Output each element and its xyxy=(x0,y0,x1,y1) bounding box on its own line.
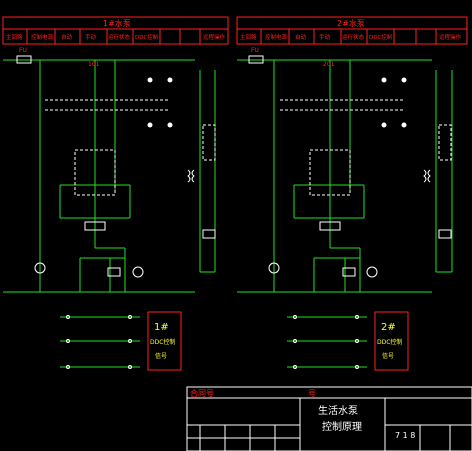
terminal-icon xyxy=(167,122,173,128)
left-header-cell: 手动 xyxy=(85,33,97,41)
lamp-icon xyxy=(366,266,378,278)
left-header-cell: 运行状态 xyxy=(108,33,131,41)
transformer-icon xyxy=(427,169,431,183)
terminal-icon xyxy=(381,122,387,128)
ddc-text: 信号 xyxy=(155,352,167,360)
right-panel: 2#水泵 主回路 控制电源 自动 手动 运行状态 DDC控制 远程操作 xyxy=(236,16,468,371)
relay-coil-icon xyxy=(319,221,341,231)
right-panel-title: 2#水泵 xyxy=(337,18,365,28)
sheet-label: 7 1 8 xyxy=(395,431,415,440)
ddc-text: DDC控制 xyxy=(150,338,175,346)
left-header-cell: DDC控制 xyxy=(135,33,159,41)
drawing-title: 生活水泵 xyxy=(318,404,358,417)
terminal-icon xyxy=(401,122,407,128)
fuse-label: FU xyxy=(251,47,259,54)
left-panel-title: 1#水泵 xyxy=(103,18,131,28)
lamp-icon xyxy=(34,262,46,274)
drawing-title: 控制原理 xyxy=(322,420,362,433)
relay-coil-icon xyxy=(438,229,452,239)
left-header-cell: 远程操作 xyxy=(203,33,226,41)
terminal-icon xyxy=(147,122,153,128)
relay-coil-icon xyxy=(342,267,356,277)
relay-coil-icon xyxy=(84,221,106,231)
ddc-number: 1# xyxy=(154,322,169,333)
contract-label: 合同号 xyxy=(190,388,214,398)
fuse-icon xyxy=(248,55,264,64)
lamp-icon xyxy=(132,266,144,278)
fuse-label: FU xyxy=(19,47,27,54)
right-header-cell: 自动 xyxy=(295,33,307,41)
title-block: 合同号 号 生活水泵 控制原理 7 1 8 xyxy=(186,386,472,451)
terminal-icon xyxy=(401,77,407,83)
right-header-cell: 手动 xyxy=(319,33,331,41)
relay-coil-icon xyxy=(107,267,121,277)
left-panel: 1#水泵 主回路 控制电源 自动 手动 运行状态 DDC控制 远程操作 xyxy=(2,16,229,371)
right-header-cell: DDC控制 xyxy=(369,33,393,41)
relay-coil-icon xyxy=(202,229,216,239)
transformer-icon xyxy=(191,169,195,183)
terminal-icon xyxy=(381,77,387,83)
left-header-cell: 控制电源 xyxy=(31,33,54,41)
lamp-icon xyxy=(268,262,280,274)
transformer-icon xyxy=(187,169,191,183)
right-header-cell: 远程操作 xyxy=(439,33,462,41)
wire-label: 101 xyxy=(88,61,100,68)
ddc-text: DDC控制 xyxy=(377,338,402,346)
ddc-block xyxy=(374,311,409,371)
terminal-icon xyxy=(167,77,173,83)
left-header-cell: 自动 xyxy=(61,33,73,41)
transformer-icon xyxy=(423,169,427,183)
right-header-cell: 运行状态 xyxy=(342,33,365,41)
right-header-cell: 主回路 xyxy=(240,33,257,41)
ddc-number: 2# xyxy=(381,322,396,333)
fuse-icon xyxy=(16,55,32,64)
wire-label: 201 xyxy=(323,61,335,68)
number-label: 号 xyxy=(308,389,316,398)
ddc-block xyxy=(147,311,182,371)
ddc-text: 信号 xyxy=(382,352,394,360)
right-header-cell: 控制电源 xyxy=(265,33,288,41)
left-header-cell: 主回路 xyxy=(6,33,23,41)
terminal-icon xyxy=(147,77,153,83)
